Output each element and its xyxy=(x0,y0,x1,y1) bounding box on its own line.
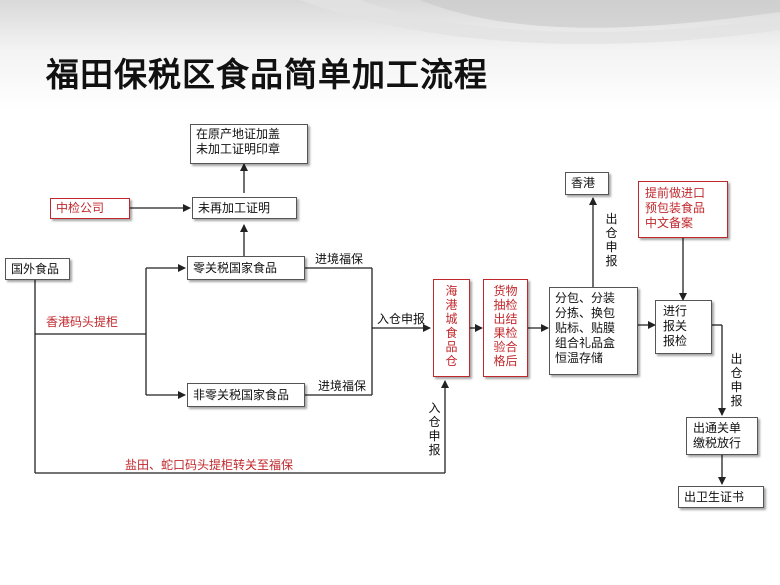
non-zero-tariff-label: 非零关税国家食品 xyxy=(193,387,290,402)
label-bonded-entry-top: 进境福保 xyxy=(315,252,364,266)
health-certificate-node: 出卫生证书 xyxy=(678,486,764,508)
reprocess-certificate-node: 未再加工证明 xyxy=(192,197,297,219)
clearance-line-2: 缴税放行 xyxy=(693,436,742,450)
foreign-food-label: 国外食品 xyxy=(11,261,60,276)
goods-inspection-node: 货物抽检出结果检验合格后 xyxy=(483,279,528,377)
certificate-origin-line-2: 未加工证明印章 xyxy=(196,142,281,156)
health-certificate-label: 出卫生证书 xyxy=(684,489,745,504)
pre-filing-line-3: 中文备案 xyxy=(645,216,694,230)
processing-line-2: 分拣、换包 xyxy=(555,306,616,320)
customs-declaration-line-2: 报关 xyxy=(663,319,688,333)
customs-declaration-line-3: 报检 xyxy=(663,334,688,348)
label-warehouse-in-declare: 入仓申报 xyxy=(377,312,426,326)
reprocess-certificate-label: 未再加工证明 xyxy=(198,200,271,215)
clearance-node: 出通关单 缴税放行 xyxy=(686,417,758,455)
haigang-warehouse-node: 海港城食品仓 xyxy=(433,279,470,377)
processing-line-3: 贴标、贴膜 xyxy=(555,321,616,335)
label-warehouse-in-declare-vertical: 入仓申报 xyxy=(428,401,441,457)
hongkong-label: 香港 xyxy=(571,176,596,190)
pre-filing-line-1: 提前做进口 xyxy=(645,186,706,200)
foreign-food-node: 国外食品 xyxy=(5,258,70,280)
processing-line-4: 组合礼品盒 xyxy=(555,336,616,350)
processing-line-1: 分包、分装 xyxy=(555,291,616,305)
label-warehouse-out-declare: 出仓申报 xyxy=(730,352,743,408)
customs-declaration-line-1: 进行 xyxy=(663,304,688,318)
processing-node: 分包、分装 分拣、换包 贴标、贴膜 组合礼品盒 恒温存储 xyxy=(549,287,638,375)
processing-line-5: 恒温存储 xyxy=(555,351,604,365)
zero-tariff-label: 零关税国家食品 xyxy=(193,260,278,275)
pre-filing-node: 提前做进口 预包装食品 中文备案 xyxy=(638,181,728,238)
clearance-line-1: 出通关单 xyxy=(693,421,742,435)
label-warehouse-out-declare-hk: 出仓申报 xyxy=(605,212,618,268)
label-bonded-entry-bottom: 进境福保 xyxy=(318,379,367,393)
header-swoosh xyxy=(300,0,780,44)
inspection-company-label: 中检公司 xyxy=(56,201,105,215)
inspection-company-node: 中检公司 xyxy=(50,198,130,219)
non-zero-tariff-node: 非零关税国家食品 xyxy=(187,383,305,407)
certificate-origin-line-1: 在原产地证加盖 xyxy=(196,127,281,141)
page-title: 福田保税区食品简单加工流程 xyxy=(46,55,488,94)
certificate-origin-node: 在原产地证加盖 未加工证明印章 xyxy=(190,124,308,164)
customs-declaration-node: 进行 报关 报检 xyxy=(655,300,712,354)
label-hk-pier: 香港码头提柜 xyxy=(46,315,119,329)
pre-filing-line-2: 预包装食品 xyxy=(645,201,706,215)
zero-tariff-node: 零关税国家食品 xyxy=(187,256,305,280)
haigang-warehouse-label: 海港城食品仓 xyxy=(445,284,458,368)
hongkong-node: 香港 xyxy=(565,172,609,195)
label-yantian-transfer: 盐田、蛇口码头提柜转关至福保 xyxy=(125,458,294,472)
goods-inspection-label: 货物抽检出结果检验合格后 xyxy=(493,284,518,368)
